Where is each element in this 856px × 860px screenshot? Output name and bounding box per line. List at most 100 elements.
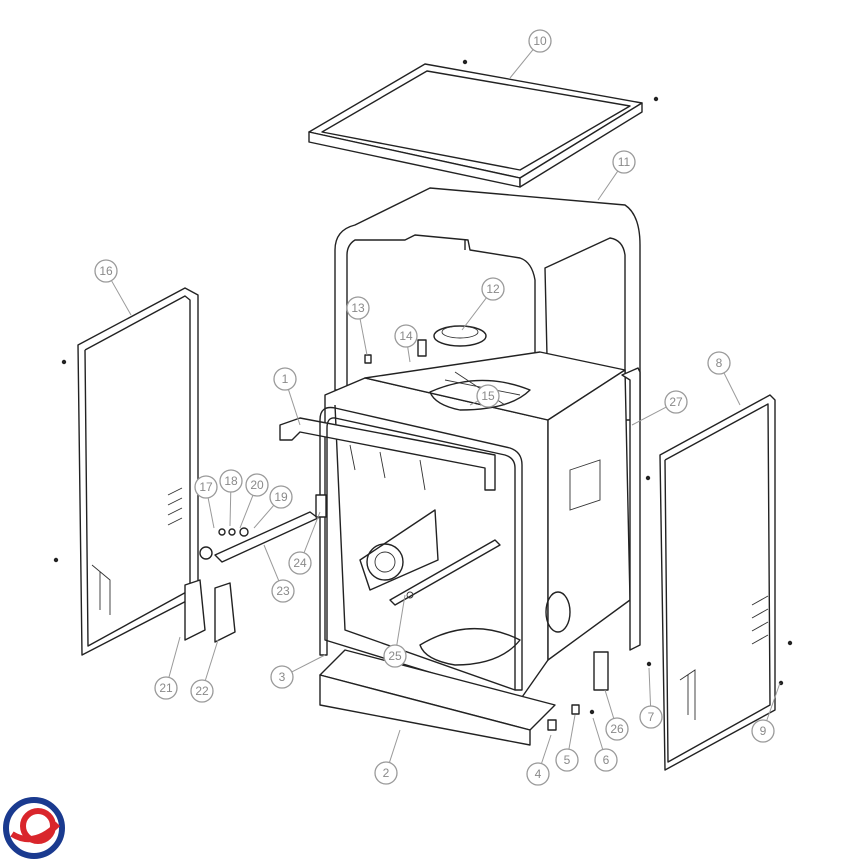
callout-number: 10 — [533, 34, 547, 48]
callout-circle — [605, 717, 629, 741]
callout-leader — [723, 372, 741, 406]
callout-25: 25 — [383, 594, 407, 668]
callout-27: 27 — [631, 390, 688, 426]
callout-circle — [476, 384, 500, 408]
callout-number: 14 — [399, 329, 413, 343]
callout-circle — [269, 485, 293, 509]
callout-6: 6 — [592, 717, 618, 772]
callout-number: 26 — [610, 722, 624, 736]
callout-10: 10 — [509, 29, 552, 79]
callout-9: 9 — [751, 682, 781, 743]
callout-number: 24 — [293, 556, 307, 570]
callout-circle — [612, 150, 636, 174]
kickplate — [319, 649, 556, 746]
callout-number: 2 — [383, 766, 390, 780]
callout-circle — [94, 259, 118, 283]
callout-number: 20 — [250, 478, 264, 492]
callout-leader — [207, 497, 215, 529]
callout-3: 3 — [270, 654, 326, 689]
fixing-6 — [589, 709, 595, 715]
callout-leader — [597, 170, 619, 201]
callout-leader — [253, 504, 275, 529]
callout-leader — [592, 717, 604, 750]
callout-4: 4 — [526, 734, 552, 786]
callout-number: 5 — [564, 753, 571, 767]
callout-12: 12 — [461, 277, 505, 331]
callout-number: 8 — [716, 356, 723, 370]
callout-number: 7 — [648, 710, 655, 724]
callout-circle — [219, 469, 243, 493]
callout-circle — [528, 29, 552, 53]
callout-number: 1 — [282, 372, 289, 386]
callout-2: 2 — [374, 729, 401, 785]
insulation-wrap — [334, 187, 641, 421]
foot-21 — [184, 579, 206, 641]
callout-circle — [190, 679, 214, 703]
callout-leader — [168, 636, 181, 678]
callout-number: 3 — [279, 670, 286, 684]
callout-1: 1 — [273, 367, 301, 426]
callout-circle — [707, 351, 731, 375]
callout-number: 21 — [159, 681, 173, 695]
bracket-14 — [417, 339, 427, 357]
fixing-4 — [547, 719, 557, 731]
callout-number: 27 — [669, 395, 683, 409]
callout-number: 18 — [224, 474, 238, 488]
callout-circle — [374, 761, 398, 785]
callout-14: 14 — [394, 324, 418, 363]
callout-leader — [407, 346, 411, 363]
callout-19: 19 — [253, 485, 293, 529]
callout-leader — [568, 714, 576, 750]
callout-number: 23 — [276, 584, 290, 598]
callout-circle — [194, 475, 218, 499]
callout-leader — [291, 654, 326, 673]
callout-5: 5 — [555, 714, 579, 772]
callout-circle — [270, 665, 294, 689]
callout-20: 20 — [239, 473, 269, 529]
callout-circle — [271, 579, 295, 603]
callout-circle — [288, 551, 312, 575]
callout-circle — [346, 296, 370, 320]
callout-leader — [229, 491, 232, 527]
callout-8: 8 — [707, 351, 741, 406]
callout-leader — [239, 495, 254, 529]
fixing-7 — [646, 661, 652, 667]
fixing-clip-13 — [364, 354, 372, 364]
callout-leader — [359, 318, 368, 356]
callout-16: 16 — [94, 259, 132, 316]
callout-circle — [383, 644, 407, 668]
callout-26: 26 — [604, 689, 629, 741]
logo-ring-outer — [3, 797, 65, 859]
callout-number: 22 — [195, 684, 209, 698]
worktop-top-panel — [308, 59, 659, 188]
callout-11: 11 — [597, 150, 636, 201]
callout-leader — [263, 544, 280, 582]
callout-number: 9 — [760, 724, 767, 738]
callout-number: 19 — [274, 490, 288, 504]
callout-number: 25 — [388, 649, 402, 663]
logo-swoosh — [10, 821, 61, 843]
callout-leader — [204, 639, 219, 681]
callout-number: 6 — [603, 753, 610, 767]
callout-circle — [555, 748, 579, 772]
callout-number: 11 — [618, 155, 631, 169]
callout-circle — [245, 473, 269, 497]
front-frame-bar — [279, 417, 496, 491]
callout-leader — [766, 682, 781, 721]
hinge-bracket — [315, 494, 327, 518]
callout-7: 7 — [639, 667, 663, 729]
left-side-panel — [53, 287, 199, 656]
callout-circle — [751, 719, 775, 743]
callout-15: 15 — [469, 384, 500, 408]
callout-leader — [469, 400, 479, 406]
upper-spray-nozzle — [433, 325, 487, 347]
callout-leader — [541, 734, 552, 764]
callout-number: 17 — [199, 480, 213, 494]
callout-22: 22 — [190, 639, 219, 703]
callout-circle — [639, 705, 663, 729]
callout-leader — [287, 389, 301, 426]
callout-leader — [461, 297, 487, 331]
callout-circle — [594, 748, 618, 772]
lower-basket-rail — [389, 539, 501, 606]
